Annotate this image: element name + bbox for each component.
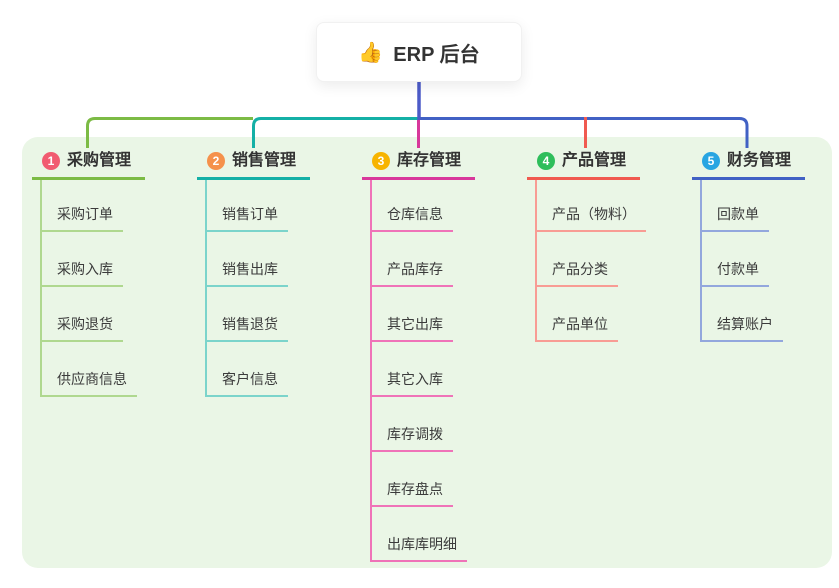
child-node[interactable]: 客户信息: [205, 342, 288, 397]
branch-heading[interactable]: 3 库存管理: [362, 150, 476, 180]
branch-label: 财务管理: [727, 152, 792, 169]
branch-number-badge: 2: [207, 151, 225, 170]
child-node[interactable]: 产品库存: [370, 232, 453, 287]
branch-node-2[interactable]: 2 销售管理 销售订单销售出库销售退货客户信息: [197, 150, 311, 397]
root-node-erp[interactable]: 👍 ERP 后台: [316, 22, 522, 82]
branch-heading[interactable]: 2 销售管理: [197, 150, 311, 180]
child-node[interactable]: 销售订单: [205, 177, 288, 232]
child-node[interactable]: 付款单: [700, 232, 769, 287]
child-node[interactable]: 结算账户: [700, 287, 783, 342]
branch-heading[interactable]: 4 产品管理: [527, 150, 641, 180]
child-node[interactable]: 销售出库: [205, 232, 288, 287]
child-node[interactable]: 采购退货: [40, 287, 123, 342]
branch-spine-line: [700, 180, 702, 342]
child-node[interactable]: 销售退货: [205, 287, 288, 342]
branch-node-3[interactable]: 3 库存管理 仓库信息产品库存其它出库其它入库库存调拨库存盘点出库库明细: [362, 150, 476, 562]
root-node-label: ERP 后台: [393, 43, 480, 66]
branch-spine-line: [205, 180, 207, 397]
child-node[interactable]: 其它出库: [370, 287, 453, 342]
branch-children: 销售订单销售出库销售退货客户信息: [205, 177, 288, 397]
branch-spine-line: [370, 180, 372, 562]
branch-heading[interactable]: 5 财务管理: [692, 150, 806, 180]
branch-label: 产品管理: [562, 152, 627, 169]
branch-number-badge: 3: [372, 151, 390, 170]
child-node[interactable]: 产品（物料）: [535, 177, 646, 232]
branch-node-5[interactable]: 5 财务管理 回款单付款单结算账户: [692, 150, 806, 342]
branch-label: 库存管理: [397, 152, 462, 169]
child-node[interactable]: 产品分类: [535, 232, 618, 287]
branch-label: 采购管理: [67, 152, 132, 169]
child-node[interactable]: 采购订单: [40, 177, 123, 232]
mindmap-panel: [22, 137, 832, 568]
branch-children: 采购订单采购入库采购退货供应商信息: [40, 177, 137, 397]
child-node[interactable]: 出库库明细: [370, 507, 467, 562]
branch-number-badge: 4: [537, 151, 555, 170]
branch-children: 仓库信息产品库存其它出库其它入库库存调拨库存盘点出库库明细: [370, 177, 467, 562]
branch-children: 产品（物料）产品分类产品单位: [535, 177, 646, 342]
branch-children: 回款单付款单结算账户: [700, 177, 783, 342]
branch-spine-line: [40, 180, 42, 397]
child-node[interactable]: 供应商信息: [40, 342, 137, 397]
branch-label: 销售管理: [232, 152, 297, 169]
child-node[interactable]: 采购入库: [40, 232, 123, 287]
child-node[interactable]: 库存盘点: [370, 452, 453, 507]
child-node[interactable]: 回款单: [700, 177, 769, 232]
branch-node-4[interactable]: 4 产品管理 产品（物料）产品分类产品单位: [527, 150, 646, 342]
branch-number-badge: 5: [702, 151, 720, 170]
branch-spine-line: [535, 180, 537, 342]
child-node[interactable]: 产品单位: [535, 287, 618, 342]
child-node[interactable]: 库存调拨: [370, 397, 453, 452]
branch-node-1[interactable]: 1 采购管理 采购订单采购入库采购退货供应商信息: [32, 150, 146, 397]
child-node[interactable]: 其它入库: [370, 342, 453, 397]
branch-number-badge: 1: [42, 151, 60, 170]
child-node[interactable]: 仓库信息: [370, 177, 453, 232]
branch-heading[interactable]: 1 采购管理: [32, 150, 146, 180]
thumbs-up-icon: 👍: [358, 41, 384, 64]
